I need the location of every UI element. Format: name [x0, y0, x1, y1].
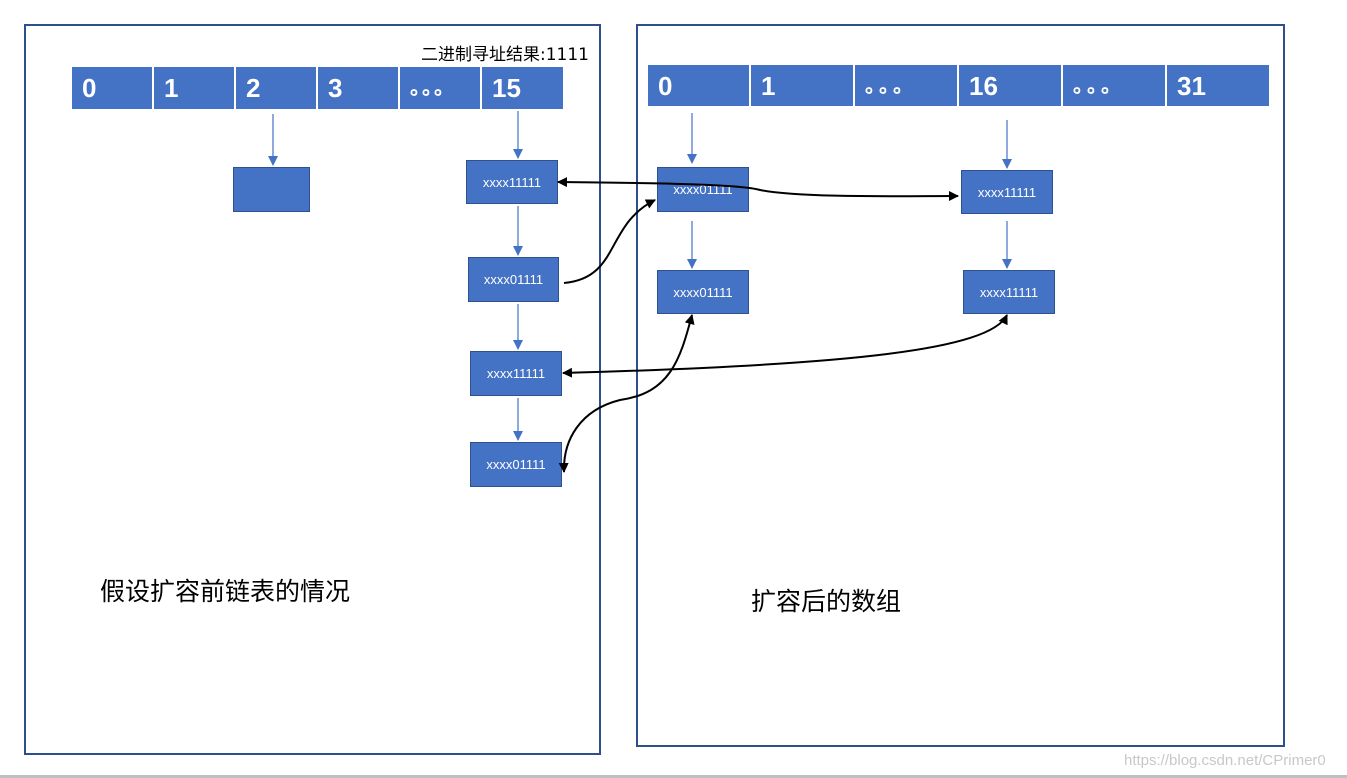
left-node-1: xxxx11111 [466, 160, 558, 204]
left-cell-15: 15 [482, 67, 563, 109]
binary-address-label: 二进制寻址结果:1111 [421, 45, 589, 65]
right-cell-31: 31 [1167, 65, 1269, 106]
left-cell-1: 1 [154, 67, 236, 109]
right-cell-0: 0 [648, 65, 751, 106]
right-node-a1: xxxx01111 [657, 167, 749, 212]
watermark: https://blog.csdn.net/CPrimer0 [1124, 752, 1326, 769]
right-node-b1: xxxx11111 [961, 170, 1053, 214]
left-cell-ellipsis: 。。。 [400, 67, 482, 109]
left-cell-2: 2 [236, 67, 318, 109]
left-cell-3: 3 [318, 67, 400, 109]
right-cell-ellipsis-2: 。。。 [1063, 65, 1167, 106]
left-node-4: xxxx01111 [470, 442, 562, 487]
right-panel [636, 24, 1285, 747]
left-node-3: xxxx11111 [470, 351, 562, 396]
bucket-2-node [233, 167, 310, 212]
right-array: 0 1 。。。 16 。。。 31 [648, 65, 1269, 106]
right-cell-ellipsis-1: 。。。 [855, 65, 959, 106]
left-node-2: xxxx01111 [468, 257, 559, 302]
left-array: 0 1 2 3 。。。 15 [72, 67, 563, 109]
left-cell-0: 0 [72, 67, 154, 109]
right-node-b2: xxxx11111 [963, 270, 1055, 314]
right-cell-16: 16 [959, 65, 1063, 106]
left-caption: 假设扩容前链表的情况 [100, 577, 351, 606]
bottom-rule [0, 775, 1347, 778]
right-caption: 扩容后的数组 [751, 587, 902, 616]
right-node-a2: xxxx01111 [657, 270, 749, 314]
right-cell-1: 1 [751, 65, 855, 106]
